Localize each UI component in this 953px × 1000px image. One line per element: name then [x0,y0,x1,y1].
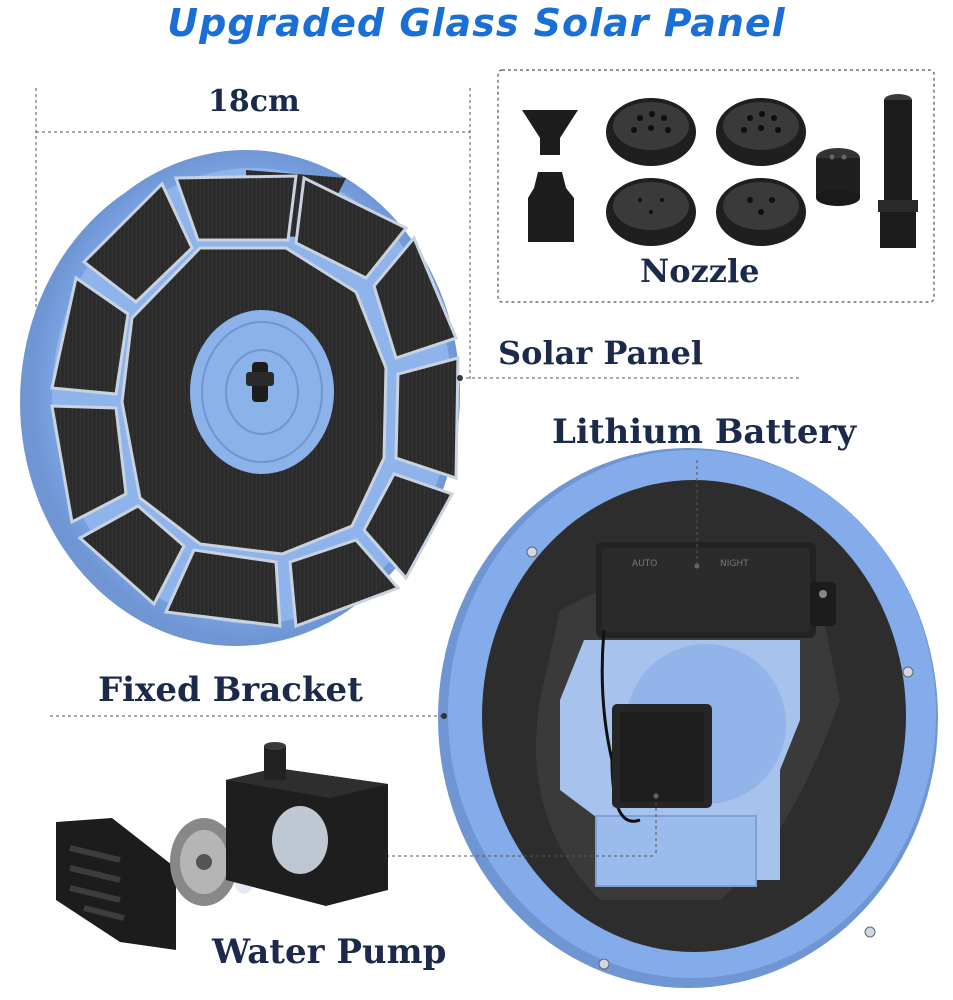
dimension-label: 18cm [208,84,300,119]
solar-panel-label: Solar Panel [498,334,704,372]
battery-night-text: NIGHT [720,559,749,569]
dimension-guide [35,88,471,390]
fixed-bracket-label: Fixed Bracket [98,670,363,710]
water-pump-image [56,742,388,950]
water-pump-label: Water Pump [212,932,447,972]
nozzle-box [497,69,935,303]
page-title: Upgraded Glass Solar Panel [167,1,786,45]
battery-auto-text: AUTO [632,559,657,569]
fixed-bracket-image: AUTO NIGHT [438,448,938,988]
lithium-battery-label: Lithium Battery [552,412,857,452]
solar-panel-image [20,150,460,646]
solar-panel-pointer [457,375,800,381]
water-pump-pointer [380,796,657,857]
nozzle-label: Nozzle [640,252,760,290]
fixed-bracket-pointer [50,713,447,719]
